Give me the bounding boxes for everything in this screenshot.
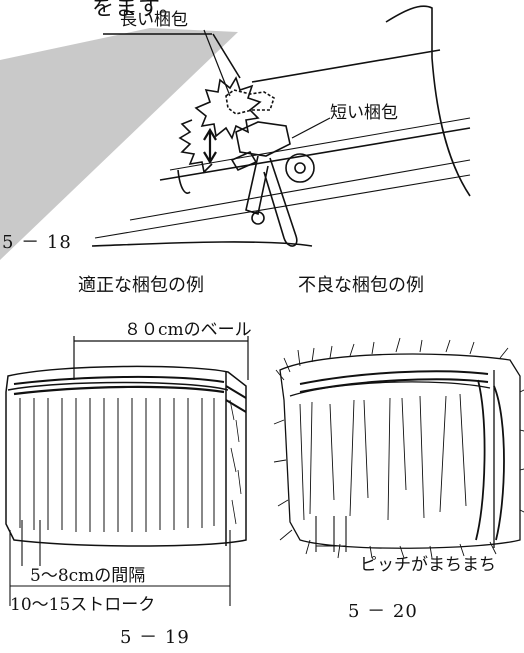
label-strokes: 10～15ストローク — [10, 595, 156, 615]
label-short-bale: 短い梱包 — [330, 103, 398, 123]
caption-bad-example: 不良な梱包の例 — [298, 275, 424, 296]
proper-bale-illustration — [5, 336, 249, 606]
label-interval: 5～8cmの間隔 — [30, 566, 146, 586]
hay-texture — [273, 337, 524, 559]
caption-good-example: 適正な梱包の例 — [78, 275, 204, 296]
label-bale-length: ８０cmのベール — [124, 320, 252, 340]
label-long-bale: 長い梱包 — [120, 10, 188, 30]
figure-number-5-20: 5 － 20 — [348, 601, 418, 622]
label-pitch-irregular: ピッチがまちまち — [360, 555, 496, 575]
bale-flakes — [19, 398, 215, 532]
poor-bale-illustration — [273, 337, 524, 559]
gray-shade-stripe — [0, 28, 238, 260]
figure-number-5-18: 5 － 18 — [2, 232, 72, 253]
knotter-illustration — [0, 5, 471, 260]
figure-number-5-19: 5 － 19 — [120, 627, 190, 648]
bale-side-texture — [229, 399, 242, 525]
top-text-fragment: をます。 — [92, 0, 182, 21]
